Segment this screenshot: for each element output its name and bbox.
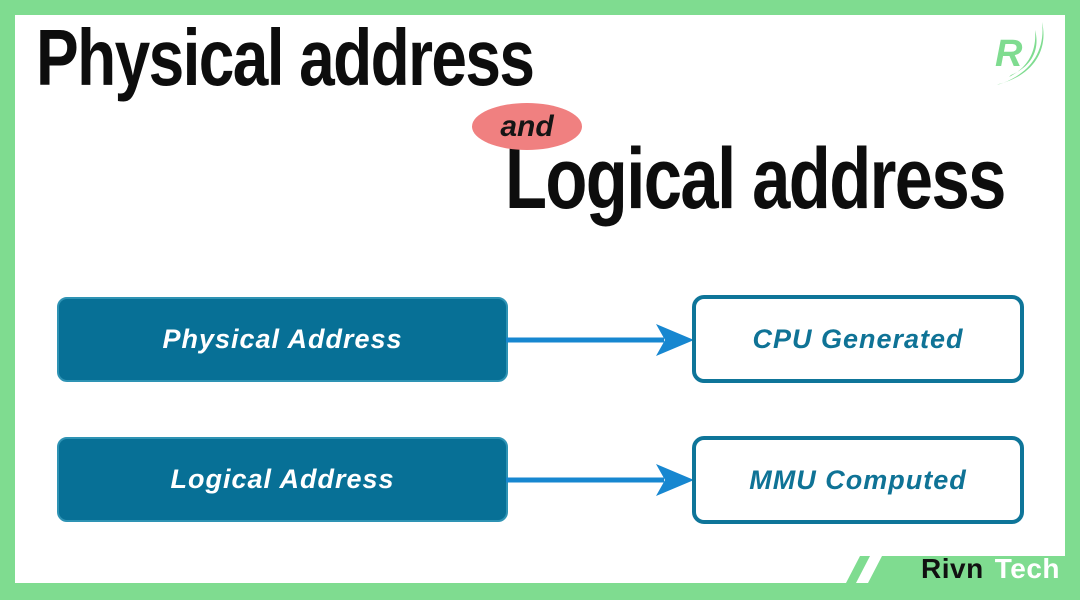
arrow-logical-to-mmu xyxy=(506,464,694,496)
source-box-logical-address: Logical Address xyxy=(57,437,508,522)
target-box-mmu-computed: MMU Computed xyxy=(692,436,1024,524)
title-physical-address: Physical address xyxy=(36,13,535,102)
frame-border-right xyxy=(1065,0,1080,600)
rivn-logo-icon: R xyxy=(983,18,1053,90)
frame-border-left xyxy=(0,0,15,600)
brand-wordmark: Rivn Tech xyxy=(921,552,1060,586)
frame-border-top xyxy=(0,0,1080,15)
frame-border-bottom xyxy=(0,583,1080,600)
source-box-label: Logical Address xyxy=(170,464,395,494)
brand-name-primary: Rivn xyxy=(921,553,984,584)
title-logical-address: Logical address xyxy=(505,131,1006,227)
source-box-label: Physical Address xyxy=(162,324,403,354)
target-box-label: CPU Generated xyxy=(752,323,964,354)
arrow-physical-to-cpu xyxy=(506,324,694,356)
brand-name-secondary: Tech xyxy=(994,553,1060,584)
target-box-cpu-generated: CPU Generated xyxy=(692,295,1024,383)
logo-letter: R xyxy=(995,33,1023,75)
target-box-label: MMU Computed xyxy=(749,464,967,495)
footer-banner-ribbon xyxy=(846,556,1080,600)
connector-pill: and xyxy=(472,103,582,150)
source-box-physical-address: Physical Address xyxy=(57,297,508,382)
connector-label: and xyxy=(500,109,554,143)
